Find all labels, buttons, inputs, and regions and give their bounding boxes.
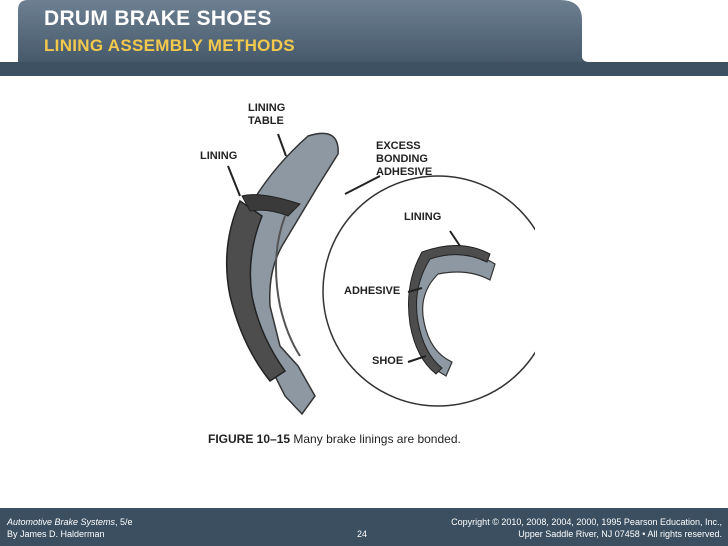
figure-caption: FIGURE 10–15 Many brake linings are bond…: [208, 432, 461, 446]
callout-lining-table: LINING TABLE: [248, 102, 286, 127]
footer-book-title: Automotive Brake Systems: [7, 517, 116, 527]
figure-caption-label: FIGURE 10–15: [208, 432, 291, 446]
footer-bar: Automotive Brake Systems, 5/e By James D…: [0, 508, 728, 546]
footer-edition: , 5/e: [115, 517, 133, 527]
brake-shoe-drawing: [225, 132, 535, 416]
lining-detail-circle: [322, 175, 535, 407]
callout-shoe: SHOE: [372, 355, 404, 367]
callout-lining: LINING: [200, 150, 238, 162]
callout-leaders: [227, 133, 461, 363]
figure-illustration: LINING TABLE LINING EXCESS BONDING ADHES…: [190, 96, 535, 426]
page-number: 24: [357, 529, 368, 539]
callout-excess-bonding-adhesive: EXCESS BONDING ADHESIVE: [376, 140, 433, 178]
brake-shoe-left: [225, 132, 339, 416]
slide-subtitle: LINING ASSEMBLY METHODS: [44, 36, 295, 55]
callout-lining-detail: LINING: [404, 211, 442, 223]
slide-title: DRUM BRAKE SHOES: [44, 7, 272, 30]
footer-book-info: Automotive Brake Systems, 5/e By James D…: [7, 516, 133, 540]
copyright-line-1: Copyright © 2010, 2008, 2004, 2000, 1995…: [451, 517, 722, 527]
footer-copyright: Copyright © 2010, 2008, 2004, 2000, 1995…: [451, 516, 722, 540]
callout-adhesive: ADHESIVE: [344, 285, 401, 297]
copyright-line-2: Upper Saddle River, NJ 07458 • All right…: [518, 529, 722, 539]
footer-author: By James D. Halderman: [7, 529, 105, 539]
title-bar-background: [0, 0, 728, 76]
title-bar: DRUM BRAKE SHOES LINING ASSEMBLY METHODS: [0, 0, 728, 76]
figure-caption-text: Many brake linings are bonded.: [293, 432, 461, 446]
